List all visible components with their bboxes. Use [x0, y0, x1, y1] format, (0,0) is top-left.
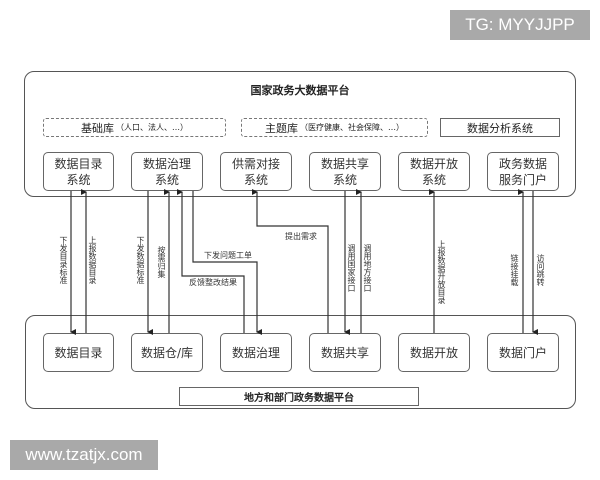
label-demand: 提出需求 [285, 232, 317, 241]
local-catalog-box: 数据目录 [43, 333, 114, 372]
open-system-line2: 系统 [421, 172, 446, 187]
label-issue-ticket: 下发问题工单 [204, 251, 252, 260]
catalog-system-box: 数据目录 系统 [43, 152, 114, 191]
label-call-national: 调用国家接口 [347, 244, 356, 292]
basic-library-detail: （人口、法人、…） [116, 123, 188, 132]
label-access-jump: 访问跳转 [536, 254, 545, 286]
label-standard-down: 下发数据标准 [136, 236, 145, 284]
supply-demand-system-line1: 供需对接 [231, 156, 280, 171]
data-analysis-system: 数据分析系统 [440, 118, 560, 137]
local-sharing-box: 数据共享 [309, 333, 381, 372]
sharing-system-line1: 数据共享 [320, 156, 369, 171]
label-link-mount: 链接挂载 [510, 254, 519, 286]
theme-library-detail: （医疗健康、社会保障、…） [300, 123, 404, 132]
basic-library-name: 基础库 [81, 121, 114, 135]
watermark-top: TG: MYYJJPP [450, 10, 590, 40]
service-portal-line2: 服务门户 [498, 172, 547, 187]
label-call-local: 调用地方接口 [363, 244, 372, 292]
label-feedback: 反馈整改结果 [189, 278, 237, 287]
local-warehouse-box: 数据仓/库 [131, 333, 203, 372]
service-portal-box: 政务数据 服务门户 [487, 152, 559, 191]
sharing-system-box: 数据共享 系统 [309, 152, 381, 191]
label-catalog-down: 下发目录标准 [59, 236, 68, 284]
arrow-demand [252, 189, 329, 333]
theme-library: 主题库（医疗健康、社会保障、…） [241, 118, 428, 137]
theme-library-name: 主题库 [265, 121, 298, 135]
label-aggregate-up: 按需归集 [157, 246, 166, 278]
open-system-box: 数据开放 系统 [398, 152, 470, 191]
watermark-bottom: www.tzatjx.com [10, 440, 158, 470]
catalog-system-line2: 系统 [66, 172, 91, 187]
national-platform-title: 国家政务大数据平台 [250, 84, 350, 97]
governance-system-line2: 系统 [154, 172, 179, 187]
sharing-system-line2: 系统 [332, 172, 357, 187]
supply-demand-system-box: 供需对接 系统 [220, 152, 292, 191]
local-platform-title: 地方和部门政务数据平台 [179, 387, 419, 406]
local-portal-box: 数据门户 [487, 333, 559, 372]
basic-library: 基础库（人口、法人、…） [43, 118, 226, 137]
local-governance-box: 数据治理 [220, 333, 292, 372]
catalog-system-line1: 数据目录 [54, 156, 103, 171]
arrow-issue-ticket [192, 191, 262, 335]
national-platform-box [24, 71, 576, 197]
supply-demand-system-line2: 系统 [243, 172, 268, 187]
service-portal-line1: 政务数据 [498, 156, 547, 171]
local-open-box: 数据开放 [398, 333, 470, 372]
arrow-feedback [177, 189, 245, 333]
governance-system-line1: 数据治理 [142, 156, 191, 171]
open-system-line1: 数据开放 [409, 156, 458, 171]
label-catalog-up: 上报数据目录 [88, 236, 97, 284]
label-open-catalog-up: 上报数据开放目录 [437, 240, 446, 304]
